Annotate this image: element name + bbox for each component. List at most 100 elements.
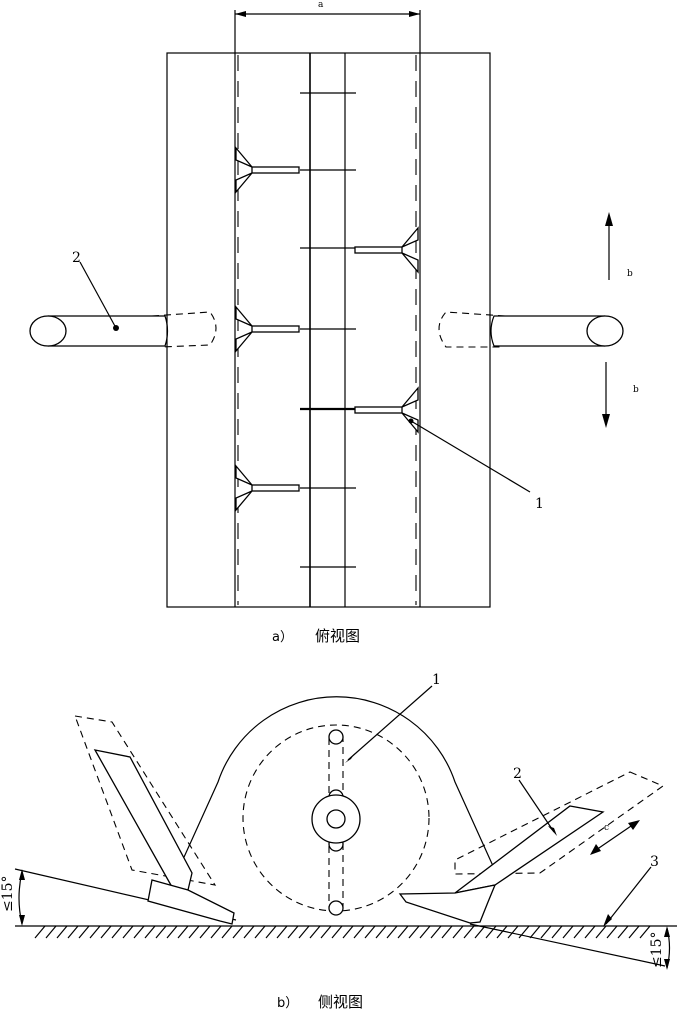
dimension-c-label: c — [604, 823, 609, 833]
tine-right-1 — [354, 226, 419, 274]
hatch-mark — [331, 925, 343, 939]
hatch-mark — [529, 925, 541, 939]
hatch-mark — [67, 925, 79, 939]
callout-1-label: 1 — [535, 496, 544, 512]
hatch-mark — [309, 925, 321, 939]
hatch-mark — [133, 925, 145, 939]
hatch-mark — [606, 925, 618, 939]
hatch-mark — [452, 925, 464, 939]
hatch-mark — [111, 925, 123, 939]
hatch-mark — [254, 925, 266, 939]
hatch-mark — [221, 925, 233, 939]
callout-1-side-leader — [347, 685, 433, 761]
caption-a-prefix: a） — [272, 630, 293, 645]
hatch-mark — [419, 925, 431, 939]
slot-circle-top — [328, 729, 344, 745]
hatch-mark — [573, 925, 585, 939]
hatch-mark — [639, 925, 651, 939]
callout-2-leader — [79, 261, 117, 329]
caption-b-prefix: b） — [277, 996, 298, 1011]
tine-left-3 — [235, 464, 300, 512]
callout-2-label: 2 — [72, 250, 81, 266]
hatch-mark — [397, 925, 409, 939]
slot-circle-bottom — [328, 900, 344, 916]
hub-inner — [326, 809, 346, 829]
housing-outline — [179, 696, 494, 867]
hatch-mark — [617, 925, 629, 939]
callout-2-side-label: 2 — [513, 766, 522, 782]
hatch-mark — [584, 925, 596, 939]
hatch-mark — [298, 925, 310, 939]
hatch-mark — [89, 925, 101, 939]
tine-right-2 — [354, 386, 419, 434]
hatch-mark — [188, 925, 200, 939]
hatch-mark — [276, 925, 288, 939]
dimension-a-arrow-right — [409, 11, 420, 17]
hatch-mark — [166, 925, 178, 939]
caption-b-text: 侧视图 — [318, 993, 363, 1011]
ground-hatch — [34, 925, 651, 939]
hatch-mark — [408, 925, 420, 939]
hatch-mark — [562, 925, 574, 939]
blade-right — [398, 771, 665, 924]
handle-left — [29, 311, 217, 348]
hatch-mark — [78, 925, 90, 939]
handle-right — [438, 311, 624, 348]
callout-3-label: 3 — [650, 854, 659, 870]
hatch-mark — [144, 925, 156, 939]
angle-left-label: ≤15° — [0, 875, 16, 912]
hatch-mark — [463, 925, 475, 939]
arrow-c-line — [595, 823, 635, 851]
dimension-b-up-label: b — [627, 269, 633, 279]
hatch-mark — [507, 925, 519, 939]
tine-left-1 — [235, 146, 300, 194]
hatch-mark — [100, 925, 112, 939]
hatch-mark — [45, 925, 57, 939]
side-view: c 1 2 3 ≤15° ≤15° b） 侧视图 — [0, 672, 677, 1011]
hatch-mark — [485, 925, 497, 939]
hatch-mark — [243, 925, 255, 939]
hatch-mark — [353, 925, 365, 939]
dimension-a-label: a — [318, 0, 324, 10]
caption-a-text: 俯视图 — [315, 627, 360, 645]
hatch-mark — [34, 925, 46, 939]
callout-3-leader — [605, 866, 652, 925]
tine-left-2 — [235, 305, 300, 353]
arrow-c-head-up — [628, 820, 640, 830]
top-view: a — [29, 0, 639, 645]
dimension-b-down-label: b — [633, 385, 639, 395]
hatch-mark — [540, 925, 552, 939]
hatch-mark — [210, 925, 222, 939]
rail-ticks — [300, 92, 356, 568]
hatch-mark — [628, 925, 640, 939]
blade-left — [74, 715, 235, 925]
hatch-mark — [155, 925, 167, 939]
hatch-mark — [56, 925, 68, 939]
hatch-mark — [320, 925, 332, 939]
hatch-mark — [430, 925, 442, 939]
angle-right-label: ≤15° — [649, 931, 665, 968]
hatch-mark — [342, 925, 354, 939]
slope-line-right — [469, 923, 666, 967]
hatch-mark — [595, 925, 607, 939]
hatch-mark — [474, 925, 486, 939]
arrow-b-up-head — [605, 212, 613, 226]
hatch-mark — [386, 925, 398, 939]
arrow-c-head-down — [590, 844, 601, 855]
hatch-mark — [122, 925, 134, 939]
dimension-a-arrow-left — [235, 11, 246, 17]
hatch-mark — [265, 925, 277, 939]
callout-1-leader — [410, 420, 531, 493]
hatch-mark — [441, 925, 453, 939]
hatch-mark — [232, 925, 244, 939]
hatch-mark — [177, 925, 189, 939]
hatch-mark — [375, 925, 387, 939]
callout-1-side-label: 1 — [432, 672, 441, 688]
hatch-mark — [496, 925, 508, 939]
hatch-mark — [199, 925, 211, 939]
arrow-b-down-head — [602, 414, 610, 428]
callout-2-side-leader — [518, 779, 555, 833]
hatch-mark — [364, 925, 376, 939]
hatch-mark — [518, 925, 530, 939]
